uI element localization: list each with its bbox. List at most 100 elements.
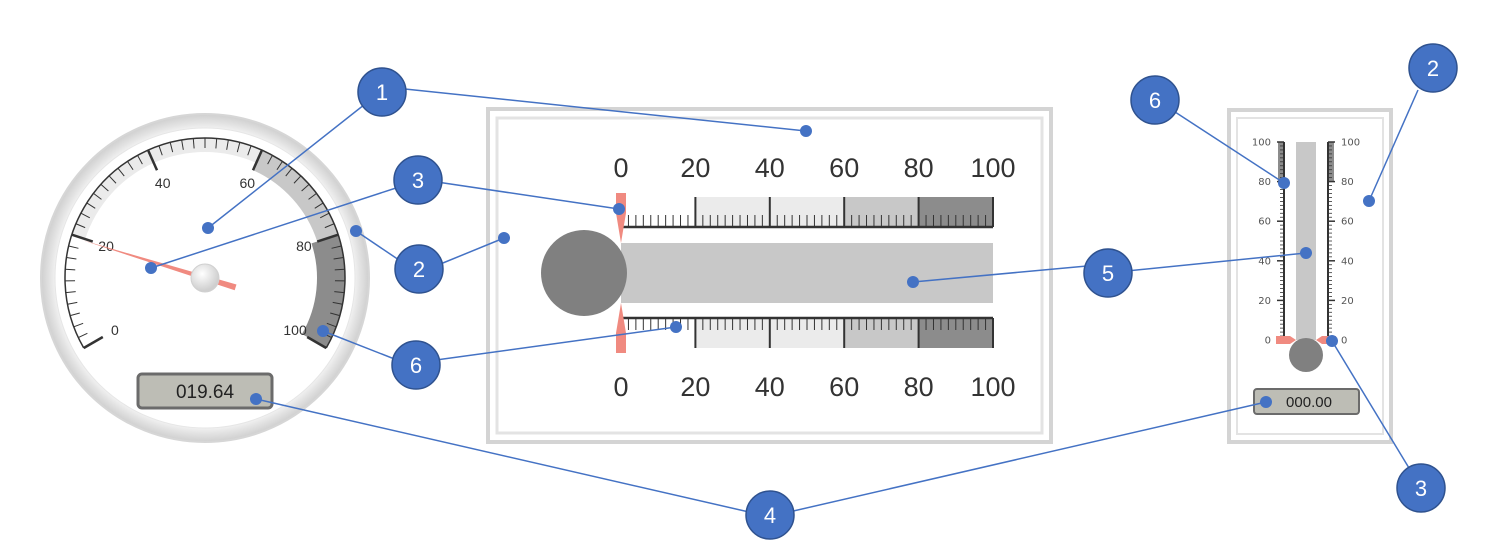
vthermo-right-scale: [1327, 141, 1335, 341]
callout-2: 2: [394, 244, 444, 294]
vthermo-right-tick-label: 60: [1341, 217, 1354, 228]
gauge-minor-tick: [324, 223, 335, 229]
horizontal-thermometer: 0 20 40 60 80 100 0 20 40 60 80 100: [486, 107, 1053, 444]
callout-label: 6: [1149, 88, 1161, 113]
callout-label: 4: [764, 503, 776, 528]
vthermo-left-labels: 0 20 40 60 80 100: [1252, 138, 1271, 347]
leader-line-2b: [437, 237, 505, 266]
gauge-minor-tick: [333, 257, 344, 260]
anchor-dot: [350, 225, 362, 237]
hthermo-column: [621, 243, 993, 303]
gauge-minor-tick: [267, 155, 273, 165]
anchor-dot: [202, 222, 214, 234]
hthermo-top-tick-label: 20: [680, 153, 710, 183]
leader-line-1b: [404, 88, 807, 132]
vthermo-right-tick-label: 0: [1341, 336, 1347, 347]
vthermo-left-tick-label: 40: [1258, 256, 1271, 267]
vthermo-right-labels: 0 20 40 60 80 100: [1341, 138, 1360, 347]
gauge-major-tick: [306, 335, 327, 350]
gauge-minor-tick: [326, 322, 337, 328]
circular-gauge: 0 20 40 60 80 100 019.64: [40, 113, 370, 443]
gauge-major-tick: [251, 149, 264, 171]
gauge-minor-tick: [192, 138, 195, 149]
vthermo-left-tick-label: 0: [1265, 336, 1271, 347]
vthermo-pointer-left: [1276, 336, 1296, 344]
hthermo-bottom-tick-label: 40: [755, 372, 785, 402]
anchor-dot: [1260, 396, 1272, 408]
hthermo-top-scale: [620, 197, 994, 229]
vthermo-left-tick-label: 80: [1258, 177, 1271, 188]
gauge-scale-arc: [64, 137, 346, 349]
callout-anchor-dots: [145, 125, 1375, 408]
callout-label: 3: [412, 168, 424, 193]
gauge-range-band: [252, 150, 339, 242]
leader-line-2c: [1368, 89, 1419, 202]
gauge-minor-tick: [117, 167, 125, 177]
vthermo-column: [1296, 142, 1316, 340]
hthermo-bottom-scale: [620, 316, 994, 348]
gauge-minor-tick: [226, 139, 229, 150]
vthermo-right-tick-label: 100: [1341, 138, 1360, 149]
gauge-minor-tick: [137, 155, 143, 165]
anchor-dot: [800, 125, 812, 137]
gauge-range-bands: [71, 138, 345, 348]
gauge-minor-tick: [75, 223, 86, 229]
callout-3: 3: [1396, 463, 1446, 513]
gauge-pointer-cap: [190, 263, 220, 293]
anchor-dot: [1363, 195, 1375, 207]
gauge-minor-tick: [215, 138, 218, 149]
leader-line-2a: [355, 230, 400, 261]
leader-line-4b: [788, 401, 1267, 513]
anchor-dot: [613, 203, 625, 215]
leader-line-1a: [207, 96, 375, 229]
gauge-tick-label: 60: [240, 175, 256, 191]
hthermo-bottom-tick-label: 80: [904, 372, 934, 402]
gauge-minor-tick: [68, 245, 79, 249]
vthermo-readout-value: 000.00: [1286, 394, 1332, 411]
gauge-minor-tick: [319, 212, 330, 219]
gauge-range-band: [301, 234, 345, 348]
vertical-thermometer: 0 20 40 60 80 100 0 20 40 60 80 100 000.…: [1227, 108, 1393, 444]
gauge-minor-tick: [73, 322, 84, 328]
gauge-minor-tick: [334, 268, 345, 271]
vthermo-left-tick-label: 100: [1252, 138, 1271, 149]
vthermo-readout-box: [1253, 388, 1360, 415]
callout-leader-lines: [150, 88, 1419, 513]
hthermo-pointer-bottom: [616, 303, 626, 353]
hthermo-top-tick-label: 40: [755, 153, 785, 183]
gauge-minor-tick: [181, 139, 184, 150]
anchor-dot: [145, 262, 157, 274]
gauge-minor-tick: [330, 312, 340, 317]
gauge-minor-tick: [236, 142, 241, 153]
gauge-minor-tick: [247, 145, 252, 156]
callout-label: 5: [1102, 261, 1114, 286]
callout-label: 3: [1415, 476, 1427, 501]
gauge-minor-tick: [314, 202, 324, 209]
gauge-tick-label: 0: [111, 322, 119, 338]
anchor-dot: [317, 325, 329, 337]
gauge-major-tick: [146, 149, 159, 171]
leader-line-5: [912, 265, 1088, 283]
gauge-range-band: [71, 150, 154, 240]
gauge-major-tick: [83, 335, 104, 350]
hthermo-top-tick-label: 60: [829, 153, 859, 183]
hthermo-top-tick-label: 100: [970, 153, 1015, 183]
callout-4: 4: [745, 490, 795, 540]
gauge-minor-tick: [127, 161, 134, 170]
callout-6: 6: [1130, 75, 1180, 125]
anchor-dot: [498, 232, 510, 244]
gauge-minor-tick: [78, 332, 88, 339]
hthermo-bottom-tick-label: 60: [829, 372, 859, 402]
gauge-minor-tick: [158, 145, 163, 156]
callout-2: 2: [1408, 43, 1458, 93]
leader-line-6c: [1171, 109, 1285, 184]
gauge-tick-label: 80: [296, 238, 312, 254]
callout-label: 1: [376, 80, 388, 105]
anchor-dot: [1326, 335, 1338, 347]
gauge-scale-labels: 0 20 40 60 80 100: [98, 175, 312, 338]
gauge-minor-tick: [100, 183, 109, 192]
gauge-minor-tick: [65, 268, 76, 271]
leader-line-4a: [255, 398, 750, 513]
gauge-minor-tick: [308, 192, 317, 200]
gauge-minor-tick: [70, 312, 80, 317]
